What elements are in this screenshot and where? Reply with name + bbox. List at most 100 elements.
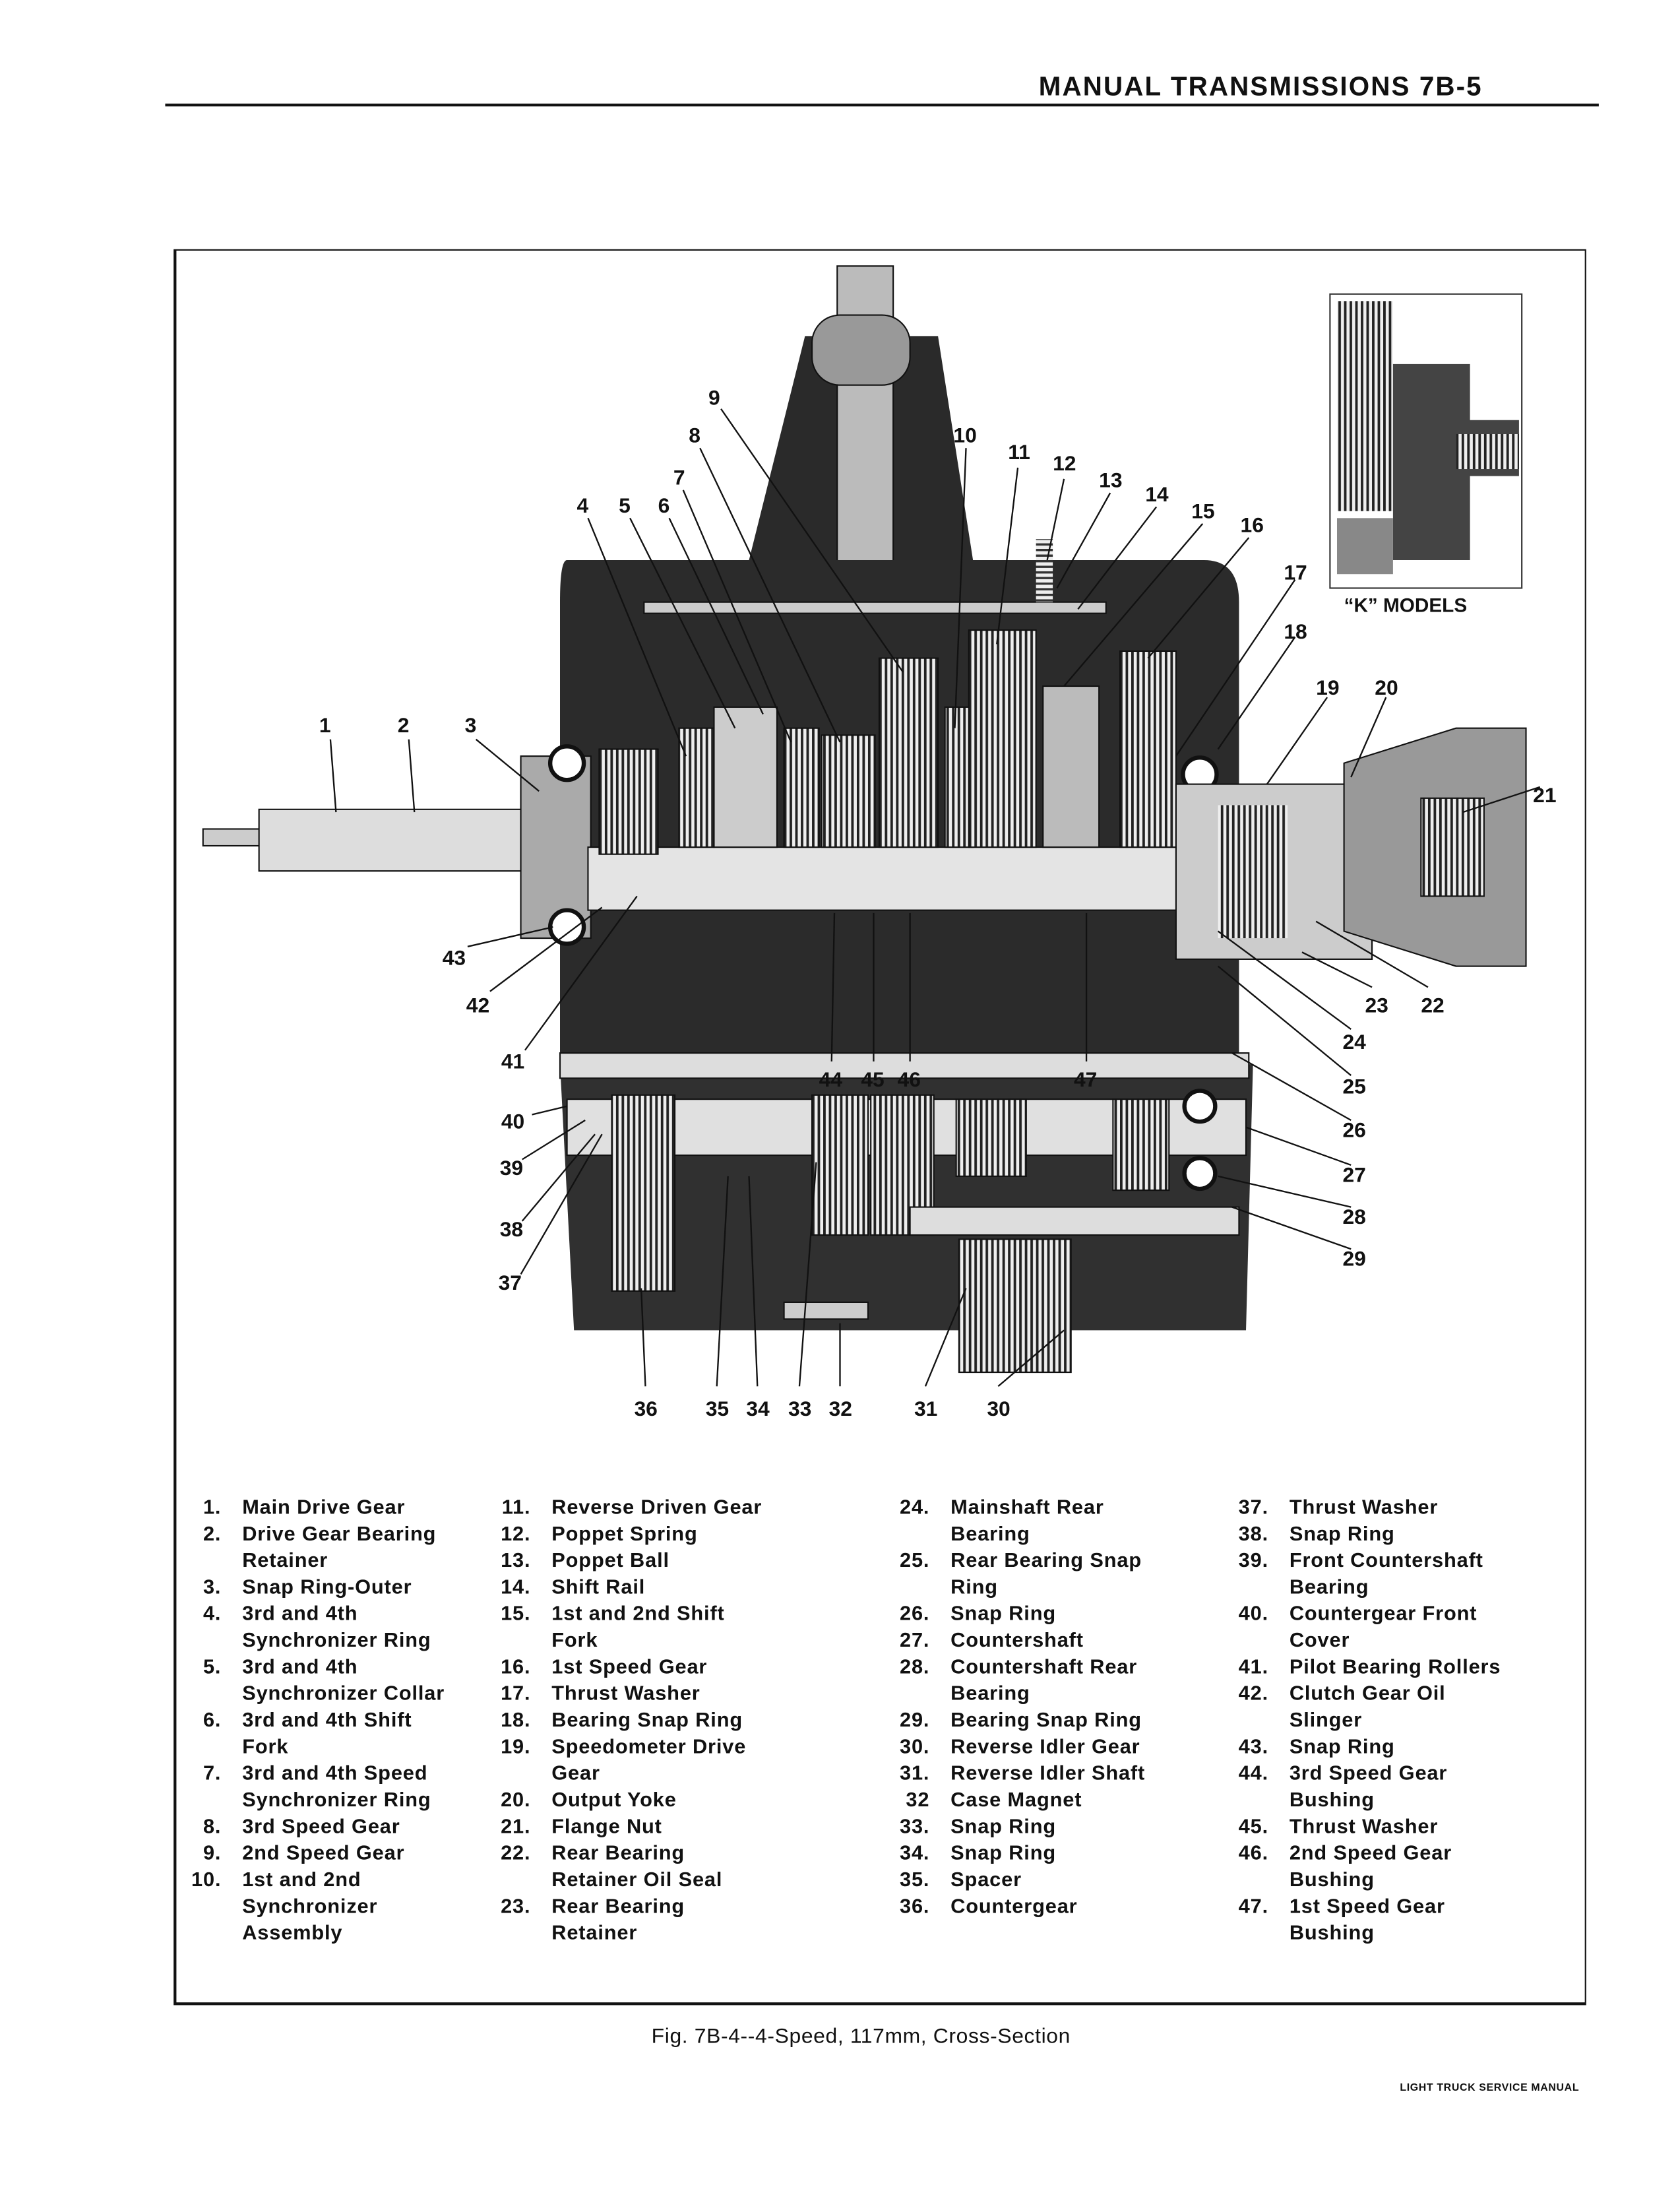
callout-14: 14 [1145,482,1169,506]
legend-item-line: Shift Rail [551,1576,646,1599]
callout-3: 3 [465,713,477,737]
legend-item-number: 37. [1238,1496,1268,1519]
legend-item-number: 32 [906,1789,930,1812]
legend-item-line: Snap Ring [950,1843,1056,1866]
legend-item-number: 42. [1238,1683,1268,1706]
header-rule [165,104,1599,107]
callout-47: 47 [1074,1067,1097,1091]
legend-item-line: Thrust Washer [1289,1816,1439,1839]
legend-item-number: 25. [900,1550,930,1573]
legend-item-number: 2. [202,1523,222,1546]
callout-6: 6 [658,493,670,517]
legend-item-number: 45. [1238,1816,1268,1839]
legend-item-text: Pilot Bearing Rollers [1268,1655,1501,1682]
legend-item: 30.Reverse Idler Gear [873,1735,1145,1761]
legend-item-line: Retainer [242,1550,328,1573]
legend-item-text: Snap Ring [929,1815,1056,1841]
callout-4: 4 [576,493,588,517]
legend-item: 34.Snap Ring [873,1841,1145,1868]
legend-item-text: Snap Ring [929,1841,1056,1868]
legend-item-line: Pilot Bearing Rollers [1289,1656,1501,1679]
legend-item: 38.Snap Ring [1212,1522,1501,1548]
legend-item-number: 6. [202,1709,222,1732]
legend-item-line: Poppet Spring [551,1523,698,1546]
legend-item-line: Bearing Snap Ring [551,1709,743,1732]
callout-33: 33 [788,1397,811,1420]
legend-item-number: 26. [900,1603,930,1626]
legend-item: 9.2nd Speed Gear [165,1841,445,1868]
callout-36: 36 [634,1397,657,1420]
legend-item-line: Mainshaft Rear [950,1496,1104,1519]
legend-item-number: 19. [501,1736,531,1759]
legend-item-line: Retainer [551,1922,638,1946]
legend-item-number: 23. [501,1895,531,1919]
callout-17: 17 [1284,561,1307,585]
callout-28: 28 [1342,1205,1365,1228]
legend-item-line: Thrust Washer [1289,1496,1439,1519]
legend-item-line: Assembly [242,1922,343,1946]
legend-item-number: 18. [501,1709,531,1732]
legend-item: 16.1st Speed Gear [475,1655,762,1682]
legend-item-text: Reverse Idler Shaft [929,1761,1145,1788]
legend-item-line: Flange Nut [551,1816,662,1839]
legend-item-line: Bearing [950,1683,1030,1706]
callout-13: 13 [1099,468,1122,492]
legend-item-number: 13. [501,1550,531,1573]
legend-item-text: Case Magnet [929,1788,1082,1814]
callout-44: 44 [819,1067,843,1091]
legend-item-number: 16. [501,1656,531,1679]
callout-10: 10 [953,424,976,447]
callout-27: 27 [1342,1162,1365,1186]
legend-item-line: 3rd and 4th [242,1656,358,1679]
legend-item-line: 3rd and 4th [242,1603,358,1626]
legend-item-text: 1st Speed Gear [530,1655,707,1682]
legend-item-text: Snap Ring [1268,1735,1395,1761]
callout-9: 9 [708,385,720,409]
legend-item-text: Shift Rail [530,1575,645,1602]
legend-item-line: Front Countershaft [1289,1550,1483,1573]
legend-item-line: 3rd and 4th Shift [242,1709,412,1732]
callout-32: 32 [829,1397,852,1420]
legend-item-line: Snap Ring-Outer [242,1576,412,1599]
legend-item-text: Poppet Ball [530,1548,669,1575]
figure-caption: Fig. 7B-4--4-Speed, 117mm, Cross-Section [651,2025,1071,2049]
legend-item-number: 30. [900,1736,930,1759]
legend-item-text: Countershaft [929,1628,1084,1655]
legend-item-line: 3rd Speed Gear [242,1816,400,1839]
legend-item-text: Flange Nut [530,1815,662,1841]
legend-item-number: 17. [501,1683,531,1706]
legend-item-number: 4. [202,1603,222,1626]
leader-lines [329,408,1541,1387]
callout-34: 34 [746,1397,770,1420]
legend-item-number: 22. [501,1843,531,1866]
callout-15: 15 [1191,499,1214,523]
legend-item-line: Countershaft Rear [950,1656,1138,1679]
legend-item-line: Bearing [1289,1576,1369,1599]
callout-25: 25 [1342,1075,1365,1098]
legend-item-line: Speedometer Drive [551,1736,747,1759]
legend-item: 18. Bearing Snap Ring [475,1708,762,1734]
legend-item-text: Snap Ring [1268,1522,1395,1548]
legend-item-line: Output Yoke [551,1789,677,1812]
legend-item-line: Fork [242,1736,289,1759]
legend-item-text: Bearing Snap Ring [530,1708,743,1734]
callout-5: 5 [619,493,631,517]
